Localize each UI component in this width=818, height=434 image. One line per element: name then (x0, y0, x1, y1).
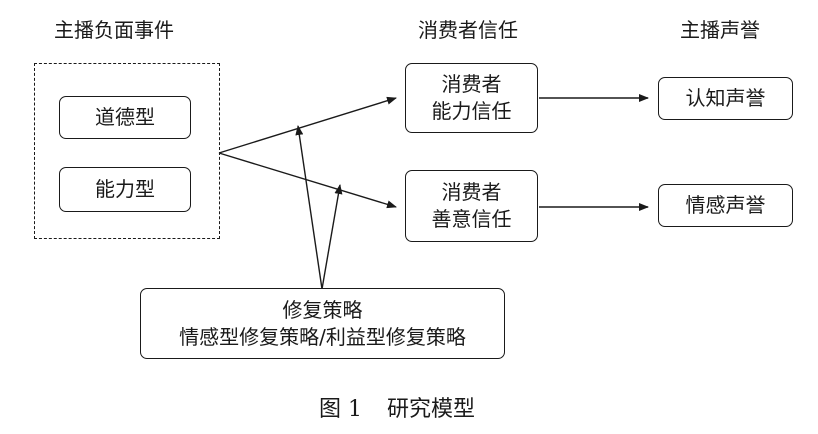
trust-node-ability-line1: 消费者 (441, 72, 502, 96)
reputation-node-affective: 情感声誉 (658, 184, 793, 227)
event-type-moral-label: 道德型 (95, 105, 155, 129)
reputation-node-affective-label: 情感声誉 (685, 193, 766, 217)
trust-node-benevolence: 消费者 善意信任 (405, 170, 538, 242)
trust-node-benevolence-line2: 善意信任 (431, 207, 512, 231)
heading-streamer-reputation: 主播声誉 (680, 18, 760, 42)
arrow-repair-moderation-upper (295, 125, 323, 290)
event-type-competence: 能力型 (59, 167, 191, 212)
arrow-repair-moderation-lower (321, 184, 343, 290)
repair-strategy-node: 修复策略 情感型修复策略/利益型修复策略 (140, 288, 505, 359)
arrow-events-to-benevolence-trust (218, 152, 397, 209)
trust-node-benevolence-line1: 消费者 (441, 180, 502, 204)
event-type-moral: 道德型 (59, 96, 191, 139)
figure-title: 研究模型 (387, 397, 476, 422)
reputation-node-cognitive-label: 认知声誉 (685, 86, 766, 110)
heading-negative-events: 主播负面事件 (54, 18, 174, 42)
reputation-node-cognitive: 认知声誉 (658, 77, 793, 120)
negative-events-group (34, 63, 220, 239)
trust-node-ability: 消费者 能力信任 (405, 63, 538, 133)
trust-node-ability-line2: 能力信任 (431, 99, 512, 123)
figure-number: 图 1 (319, 397, 362, 422)
event-type-competence-label: 能力型 (95, 177, 155, 201)
repair-strategy-types: 情感型修复策略/利益型修复策略 (179, 324, 466, 349)
arrow-events-to-ability-trust (218, 96, 397, 154)
figure-caption: 图 1 研究模型 (319, 397, 475, 423)
repair-strategy-title: 修复策略 (282, 297, 363, 322)
heading-consumer-trust: 消费者信任 (418, 18, 518, 42)
